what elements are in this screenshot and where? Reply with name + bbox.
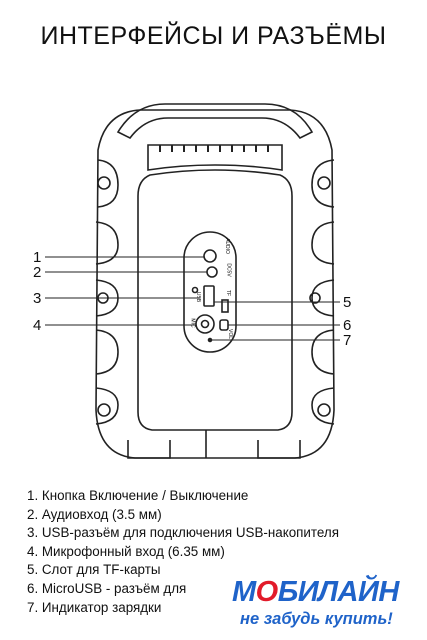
right-bumpers: [309, 159, 335, 425]
panel-label-dc: DC5V: [225, 263, 232, 277]
power-button: [203, 249, 217, 263]
back-panel: [137, 169, 293, 431]
connector-panel: [183, 231, 237, 353]
foot-right: [257, 440, 301, 459]
usb-port: [203, 285, 215, 307]
panel-label-usb: USB: [195, 291, 202, 303]
legend-item: 7. Индикатор зарядки: [27, 599, 162, 615]
panel-label-audio: AUDIO: [223, 238, 230, 254]
legend-item: 2. Аудиовход (3.5 мм): [27, 506, 162, 522]
legend-item: 1. Кнопка Включение / Выключение: [27, 488, 249, 503]
logo-brand-prefix: М: [232, 576, 256, 608]
mobilain-logo: МОБИЛАЙН не забудь купить!: [226, 576, 427, 636]
page-title: ИНТЕРФЕЙСЫ И РАЗЪЁМЫ: [40, 22, 387, 50]
callout-6: 6: [343, 317, 352, 334]
tf-slot: [221, 299, 229, 313]
legend-item: 4. Микрофонный вход (6.35 мм): [27, 543, 225, 559]
panel-label-tf: TF: [225, 289, 232, 297]
legend-list: 1. Кнопка Включение / Выключение 2. Ауди…: [27, 487, 339, 617]
logo-brand-o: О: [255, 576, 279, 608]
speaker-housing: [95, 109, 335, 459]
callout-3: 3: [33, 290, 42, 307]
legend-item: 5. Слот для TF-карты: [27, 562, 161, 578]
left-bumpers: [95, 159, 119, 425]
logo-brand-rest: БИЛАЙН: [277, 576, 400, 608]
leader-lines: [45, 256, 340, 341]
callout-2: 2: [33, 264, 42, 281]
audio-jack: [206, 266, 218, 278]
grille-ticks: [159, 145, 269, 152]
mic-jack: [195, 314, 215, 334]
handle: [116, 103, 314, 140]
callout-4: 4: [33, 317, 42, 334]
panel-label-mic: MIC: [189, 318, 196, 328]
logo-slogan: не забудь купить!: [240, 610, 393, 628]
legend-item: 3. USB-разъём для подключения USB-накопи…: [27, 525, 339, 541]
foot-left: [127, 440, 171, 459]
callout-5: 5: [343, 294, 352, 311]
legend-item: 6. MicroUSB - разъём для: [27, 580, 187, 596]
charge-led: [207, 337, 213, 343]
callout-1: 1: [33, 249, 42, 266]
panel-label-vol: VOL: [227, 328, 234, 340]
logo-brand: МОБИЛАЙН: [232, 576, 399, 609]
callout-7: 7: [343, 332, 352, 349]
